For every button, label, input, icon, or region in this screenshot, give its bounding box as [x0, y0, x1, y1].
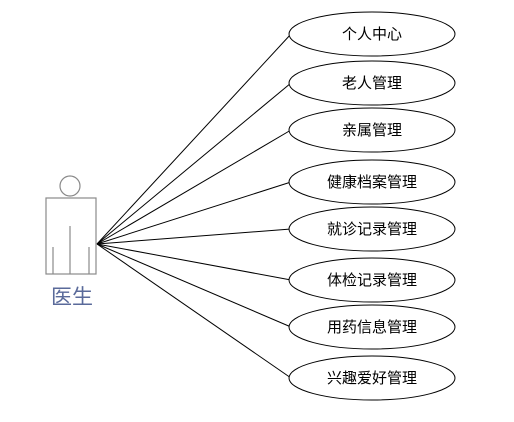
use-case: 健康档案管理 [288, 159, 456, 205]
association-line [96, 33, 292, 245]
use-case-ellipse [288, 257, 456, 303]
use-case: 兴趣爱好管理 [288, 355, 456, 401]
use-case: 个人中心 [288, 11, 456, 57]
use-case-label: 体检记录管理 [327, 271, 417, 289]
use-cases: 个人中心老人管理亲属管理健康档案管理就诊记录管理体检记录管理用药信息管理兴趣爱好… [288, 11, 456, 401]
association-line [96, 243, 292, 379]
use-case: 老人管理 [288, 60, 456, 106]
association-line [96, 243, 292, 328]
use-case-ellipse [288, 107, 456, 153]
actor-body [45, 197, 97, 275]
use-case-label: 老人管理 [342, 74, 402, 92]
use-case-label: 亲属管理 [342, 121, 402, 139]
association-line [96, 228, 292, 245]
use-case-label: 兴趣爱好管理 [327, 369, 417, 387]
association-line [96, 129, 292, 245]
use-case: 用药信息管理 [288, 304, 456, 350]
association-line [96, 82, 292, 245]
use-case-ellipse [288, 206, 456, 252]
use-case-ellipse [288, 60, 456, 106]
use-case-label: 就诊记录管理 [327, 220, 417, 238]
use-case-label: 个人中心 [342, 25, 402, 43]
use-case: 亲属管理 [288, 107, 456, 153]
use-case-label: 用药信息管理 [327, 318, 417, 336]
association-line [96, 181, 292, 245]
use-case-ellipse [288, 304, 456, 350]
use-case-ellipse [288, 159, 456, 205]
use-case-ellipse [288, 11, 456, 57]
actor-doctor: 医生 [45, 175, 97, 309]
use-case: 体检记录管理 [288, 257, 456, 303]
actor-label: 医生 [51, 285, 93, 309]
association-line [96, 243, 292, 281]
use-case: 就诊记录管理 [288, 206, 456, 252]
association-lines [96, 33, 292, 379]
actor-head [59, 175, 81, 197]
use-case-ellipse [288, 355, 456, 401]
use-case-label: 健康档案管理 [327, 173, 417, 191]
